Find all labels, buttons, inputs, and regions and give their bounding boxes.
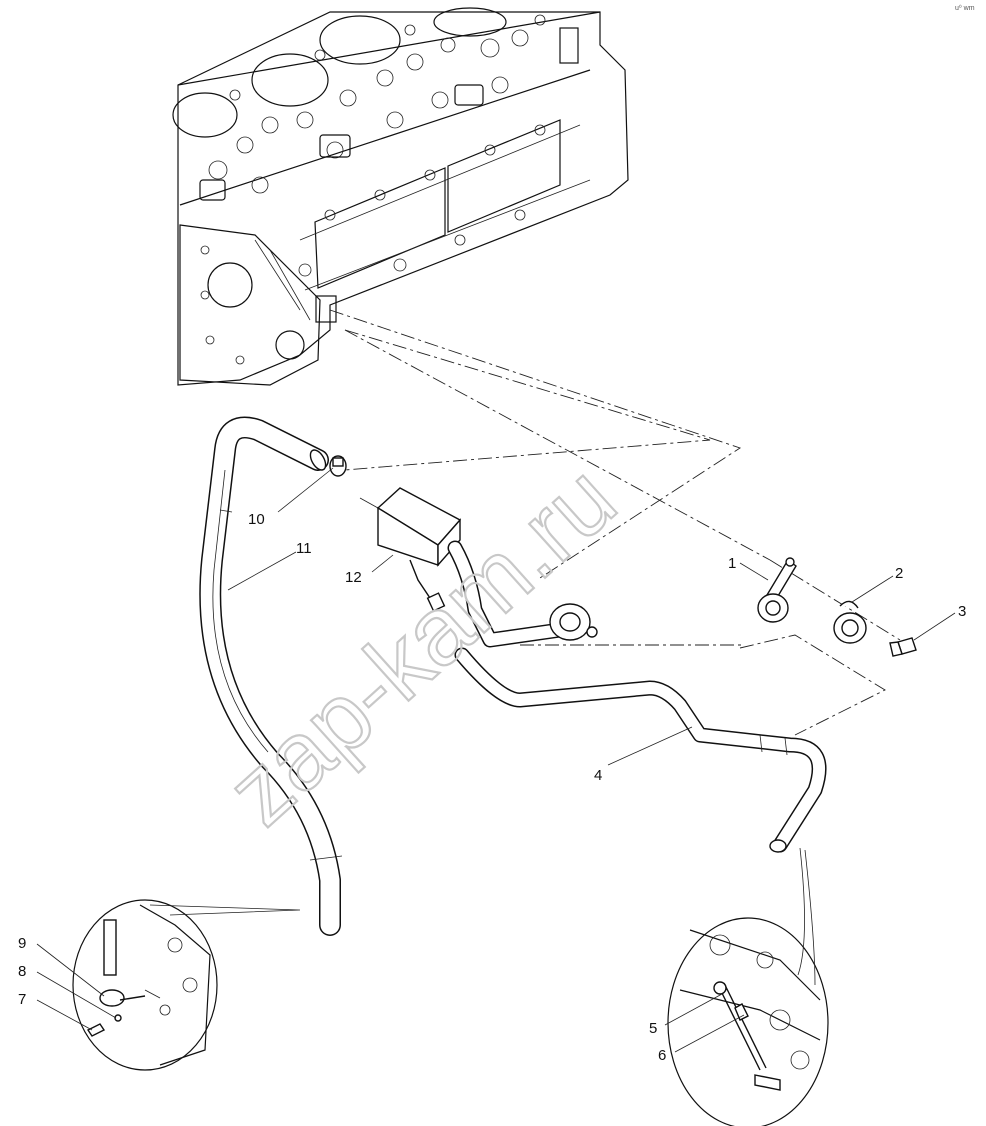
bracket <box>757 557 797 623</box>
detail-view-left <box>72 899 301 1071</box>
callout-4: 4 <box>594 767 602 784</box>
corner-code: u⁰ wm <box>955 4 975 12</box>
pipe-flange <box>549 603 598 641</box>
detail-view-right <box>667 847 829 1126</box>
breather-hose <box>199 416 343 936</box>
oil-separator <box>359 487 462 612</box>
callout-7: 7 <box>18 991 26 1008</box>
grommet <box>833 600 867 644</box>
assembly-guide-lines <box>329 309 901 736</box>
callout-6: 6 <box>658 1047 666 1064</box>
callout-5: 5 <box>649 1020 657 1037</box>
leader-lines <box>36 467 956 1053</box>
engine-block <box>172 7 629 386</box>
callout-12: 12 <box>345 569 362 586</box>
hose-clamp <box>329 455 347 477</box>
callout-10: 10 <box>248 511 265 528</box>
callout-8: 8 <box>18 963 26 980</box>
callout-labels: 1 2 3 4 5 6 7 8 9 10 11 12 <box>18 511 966 1064</box>
bolt <box>889 637 917 657</box>
callout-1: 1 <box>728 555 736 572</box>
callout-3: 3 <box>958 603 966 620</box>
callout-9: 9 <box>18 935 26 952</box>
breather-pipe <box>447 540 827 853</box>
callout-11: 11 <box>296 540 312 557</box>
callout-2: 2 <box>895 565 903 582</box>
